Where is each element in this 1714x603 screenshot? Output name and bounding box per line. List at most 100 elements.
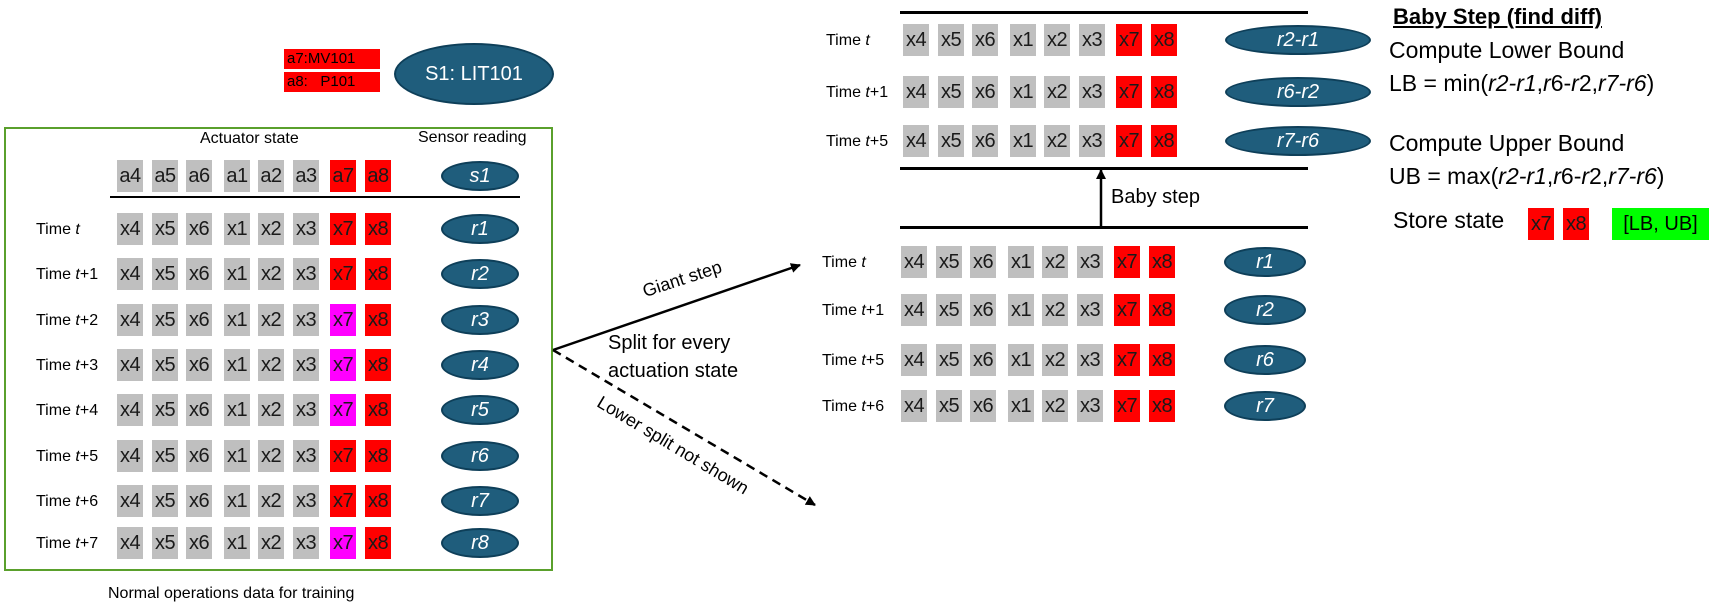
row5-cell-x3: x3 (293, 394, 319, 426)
lower-row3-cell-x6: x6 (970, 344, 996, 376)
lower-row2-cell-x8: x8 (1149, 294, 1175, 326)
upper-bound-title: Compute Upper Bound (1389, 130, 1625, 156)
lower-group-rule (900, 226, 1308, 229)
time-label: Time t+7 (36, 535, 99, 552)
lower-row2-cell-x7: x7 (1114, 294, 1140, 326)
lower-row3-cell-x1: x1 (1008, 344, 1034, 376)
sensor-legend-ellipse: S1: LIT101 (394, 43, 554, 105)
row5-cell-x8: x8 (365, 394, 391, 426)
lower-row1-cell-x8: x8 (1149, 246, 1175, 278)
store-x8-cell: x8 (1563, 208, 1589, 240)
row4-cell-x6: x6 (186, 349, 212, 381)
row8-cell-x7: x7 (330, 527, 356, 559)
header-cell-a6: a6 (186, 160, 212, 192)
lower-row1-cell-x3: x3 (1077, 246, 1103, 278)
lower-row4-cell-x3: x3 (1077, 390, 1103, 422)
header-cell-a5: a5 (152, 160, 178, 192)
lower-row4-cell-x4: x4 (901, 390, 927, 422)
lower-row3-cell-x5: x5 (936, 344, 962, 376)
header-cell-a4: a4 (117, 160, 143, 192)
lower-row3-cell-x2: x2 (1042, 344, 1068, 376)
header-cell-a2: a2 (258, 160, 284, 192)
upper-row1-cell-x8: x8 (1151, 24, 1177, 56)
row5-cell-x1: x1 (224, 394, 250, 426)
upper-row1-cell-x4: x4 (903, 24, 929, 56)
lower-time-label: Time t (822, 254, 866, 271)
row4-cell-x2: x2 (258, 349, 284, 381)
row8-cell-x4: x4 (117, 527, 143, 559)
diff-ellipse-r6-r2: r6-r2 (1225, 77, 1371, 107)
row2-cell-x4: x4 (117, 258, 143, 290)
upper-row3-cell-x6: x6 (972, 125, 998, 157)
legend-a7: a7:MV101 (284, 49, 380, 69)
row1-cell-x3: x3 (293, 213, 319, 245)
lower-reading-ellipse-r2: r2 (1224, 295, 1306, 325)
training-data-panel (4, 127, 553, 571)
lower-row1-cell-x1: x1 (1008, 246, 1034, 278)
bounds-box: [LB, UB] (1612, 208, 1709, 240)
training-caption: Normal operations data for training (108, 585, 355, 602)
lower-row1-cell-x2: x2 (1042, 246, 1068, 278)
reading-ellipse-r6: r6 (441, 441, 519, 471)
row3-cell-x8: x8 (365, 304, 391, 336)
row6-cell-x7: x7 (330, 440, 356, 472)
upper-row2-cell-x6: x6 (972, 76, 998, 108)
row7-cell-x1: x1 (224, 485, 250, 517)
row2-cell-x3: x3 (293, 258, 319, 290)
lower-row2-cell-x1: x1 (1008, 294, 1034, 326)
upper-group-top-rule (900, 11, 1308, 14)
row6-cell-x6: x6 (186, 440, 212, 472)
row4-cell-x4: x4 (117, 349, 143, 381)
reading-ellipse-r7: r7 (441, 486, 519, 516)
ub-formula: UB = max(r2-r1,r6-r2,r7-r6) (1389, 163, 1665, 189)
upper-row2-cell-x5: x5 (938, 76, 964, 108)
upper-row3-cell-x7: x7 (1116, 125, 1142, 157)
row7-cell-x5: x5 (152, 485, 178, 517)
split-label-line2: actuation state (608, 360, 739, 382)
header-cell-a3: a3 (293, 160, 319, 192)
lower-row4-cell-x2: x2 (1042, 390, 1068, 422)
time-label: Time t+1 (36, 266, 99, 283)
lower-row3-cell-x8: x8 (1149, 344, 1175, 376)
row3-cell-x2: x2 (258, 304, 284, 336)
upper-row3-cell-x8: x8 (1151, 125, 1177, 157)
lower-row4-cell-x8: x8 (1149, 390, 1175, 422)
lower-row3-cell-x4: x4 (901, 344, 927, 376)
row1-cell-x8: x8 (365, 213, 391, 245)
row8-cell-x2: x2 (258, 527, 284, 559)
lower-row2-cell-x6: x6 (970, 294, 996, 326)
row3-cell-x4: x4 (117, 304, 143, 336)
row5-cell-x7: x7 (330, 394, 356, 426)
row2-cell-x5: x5 (152, 258, 178, 290)
row1-cell-x1: x1 (224, 213, 250, 245)
row6-cell-x3: x3 (293, 440, 319, 472)
upper-row2-cell-x7: x7 (1116, 76, 1142, 108)
time-label: Time t+5 (36, 448, 99, 465)
reading-ellipse-r4: r4 (441, 350, 519, 380)
header-sensor-ellipse: s1 (441, 161, 519, 191)
reading-ellipse-r3: r3 (441, 305, 519, 335)
upper-row1-cell-x2: x2 (1044, 24, 1070, 56)
upper-time-label: Time t+1 (826, 84, 889, 101)
sensor-reading-label: Sensor reading (418, 129, 527, 146)
baby-step-label: Baby step (1111, 186, 1200, 208)
lower-row4-cell-x1: x1 (1008, 390, 1034, 422)
header-rule (110, 196, 520, 198)
upper-row3-cell-x5: x5 (938, 125, 964, 157)
lower-row2-cell-x4: x4 (901, 294, 927, 326)
row8-cell-x5: x5 (152, 527, 178, 559)
row3-cell-x5: x5 (152, 304, 178, 336)
lower-bound-title: Compute Lower Bound (1389, 37, 1625, 63)
header-cell-a1: a1 (224, 160, 250, 192)
lower-reading-ellipse-r1: r1 (1224, 247, 1306, 277)
row7-cell-x6: x6 (186, 485, 212, 517)
time-label: Time t+6 (36, 493, 99, 510)
store-x7-cell: x7 (1528, 208, 1554, 240)
row1-cell-x6: x6 (186, 213, 212, 245)
lower-row4-cell-x7: x7 (1114, 390, 1140, 422)
upper-row1-cell-x6: x6 (972, 24, 998, 56)
reading-ellipse-r5: r5 (441, 395, 519, 425)
lower-row3-cell-x7: x7 (1114, 344, 1140, 376)
row5-cell-x5: x5 (152, 394, 178, 426)
